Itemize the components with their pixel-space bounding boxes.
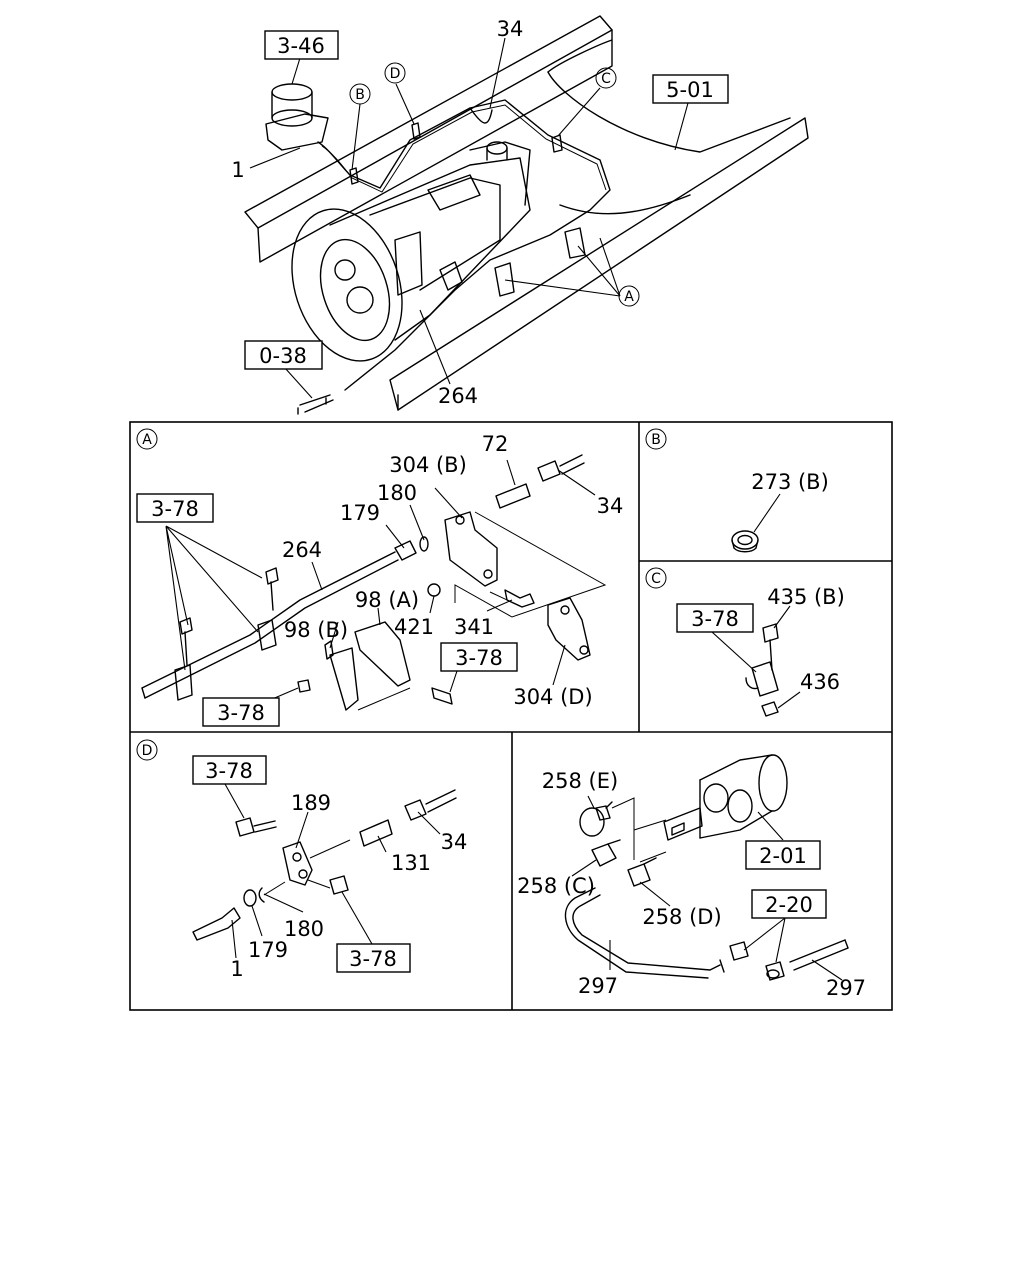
detail-a-ref-label-3-78-right: 3-78 xyxy=(455,646,503,670)
main-leaders xyxy=(249,37,689,399)
ref-box-3-46 xyxy=(264,30,339,60)
detail-c-marker: C xyxy=(645,567,667,589)
detail-a-marker: A xyxy=(136,428,158,450)
marker-a: A xyxy=(618,285,640,307)
svg-text:C: C xyxy=(601,71,611,87)
callout-264: 264 xyxy=(438,384,478,408)
detail-d-callout-189: 189 xyxy=(291,791,331,815)
detail-d-ref-label-3-78-top: 3-78 xyxy=(205,759,253,783)
detail-c-panel: C 3-78 435 (B) 436 xyxy=(645,567,845,717)
svg-text:B: B xyxy=(651,432,661,448)
detail-a-callout-72: 72 xyxy=(482,432,509,456)
detail-e-callout-297-right: 297 xyxy=(826,976,866,1000)
detail-c-ref-label-3-78: 3-78 xyxy=(691,607,739,631)
detail-a-callout-304b: 304 (B) xyxy=(389,453,467,477)
detail-e-callout-258e: 258 (E) xyxy=(542,769,618,793)
ref-label-3-46: 3-46 xyxy=(277,34,325,58)
detail-e-ref-box-2-20 xyxy=(751,889,827,919)
ref-box-0-38 xyxy=(244,340,323,370)
detail-a-callout-264: 264 xyxy=(282,538,322,562)
svg-text:A: A xyxy=(142,432,152,448)
air-dryer xyxy=(265,83,329,151)
detail-e-callout-258c: 258 (C) xyxy=(517,874,595,898)
detail-frames xyxy=(129,421,893,1011)
detail-d-ref-label-3-78-bottom: 3-78 xyxy=(349,947,397,971)
marker-b: B xyxy=(349,83,371,105)
detail-e-callout-258d: 258 (D) xyxy=(642,905,721,929)
svg-text:D: D xyxy=(142,743,153,759)
detail-d-panel: D 3-78 3-78 189 131 xyxy=(136,739,468,981)
detail-a-callout-341: 341 xyxy=(454,615,494,639)
detail-d-callout-34: 34 xyxy=(441,830,468,854)
pipe-lines xyxy=(297,99,611,415)
ref-box-5-01 xyxy=(652,74,729,104)
svg-text:C: C xyxy=(651,571,661,587)
detail-a-callout-98a: 98 (A) xyxy=(355,588,419,612)
frame-rail xyxy=(244,15,809,411)
detail-d-ref-box-3-78-top xyxy=(192,755,267,785)
detail-e-ref-label-2-20: 2-20 xyxy=(765,893,813,917)
detail-d-callout-131: 131 xyxy=(391,851,431,875)
marker-c: C xyxy=(595,67,617,89)
detail-a-callout-98b: 98 (B) xyxy=(284,618,348,642)
ref-label-0-38: 0-38 xyxy=(259,344,307,368)
detail-d-ref-box-3-78-bottom xyxy=(336,943,411,973)
detail-a-callout-34: 34 xyxy=(597,494,624,518)
starter-motor xyxy=(663,754,788,841)
detail-c-callout-436: 436 xyxy=(800,670,840,694)
marker-d: D xyxy=(384,62,406,84)
detail-a-ref-box-3-78-right xyxy=(440,642,518,672)
callout-1: 1 xyxy=(231,158,244,182)
detail-e-ref-label-2-01: 2-01 xyxy=(759,844,807,868)
callout-34: 34 xyxy=(497,17,524,41)
detail-d-callout-179: 179 xyxy=(248,938,288,962)
svg-text:D: D xyxy=(390,66,401,82)
svg-text:A: A xyxy=(624,289,634,305)
detail-e-ref-box-2-01 xyxy=(745,840,821,870)
main-assembly-view: 3-46 5-01 0-38 34 1 264 B D C A xyxy=(231,15,809,415)
detail-a-panel: A xyxy=(136,428,624,727)
detail-a-callout-304d: 304 (D) xyxy=(513,685,592,709)
detail-c-ref-box-3-78 xyxy=(676,603,754,633)
detail-b-marker: B xyxy=(645,428,667,450)
detail-a-ref-label-3-78-top: 3-78 xyxy=(151,497,199,521)
detail-e-panel: 2-01 2-20 258 (E) 258 (C) 258 (D) 297 29… xyxy=(517,754,866,1000)
detail-e-callout-297-left: 297 xyxy=(578,974,618,998)
detail-d-marker: D xyxy=(136,739,158,761)
detail-a-ref-box-3-78-bottom xyxy=(202,697,280,727)
detail-a-callout-179: 179 xyxy=(340,501,380,525)
ref-label-5-01: 5-01 xyxy=(666,78,714,102)
detail-a-ref-label-3-78-bottom: 3-78 xyxy=(217,701,265,725)
detail-a-ref-box-3-78-top xyxy=(136,493,214,523)
detail-d-callout-1: 1 xyxy=(230,957,243,981)
detail-a-callout-421: 421 xyxy=(394,615,434,639)
svg-text:B: B xyxy=(355,87,365,103)
detail-c-callout-435b: 435 (B) xyxy=(767,585,845,609)
detail-a-callout-180: 180 xyxy=(377,481,417,505)
detail-b-panel: B 273 (B) xyxy=(645,428,829,553)
detail-b-callout-273b: 273 (B) xyxy=(751,470,829,494)
detail-d-callout-180: 180 xyxy=(284,917,324,941)
